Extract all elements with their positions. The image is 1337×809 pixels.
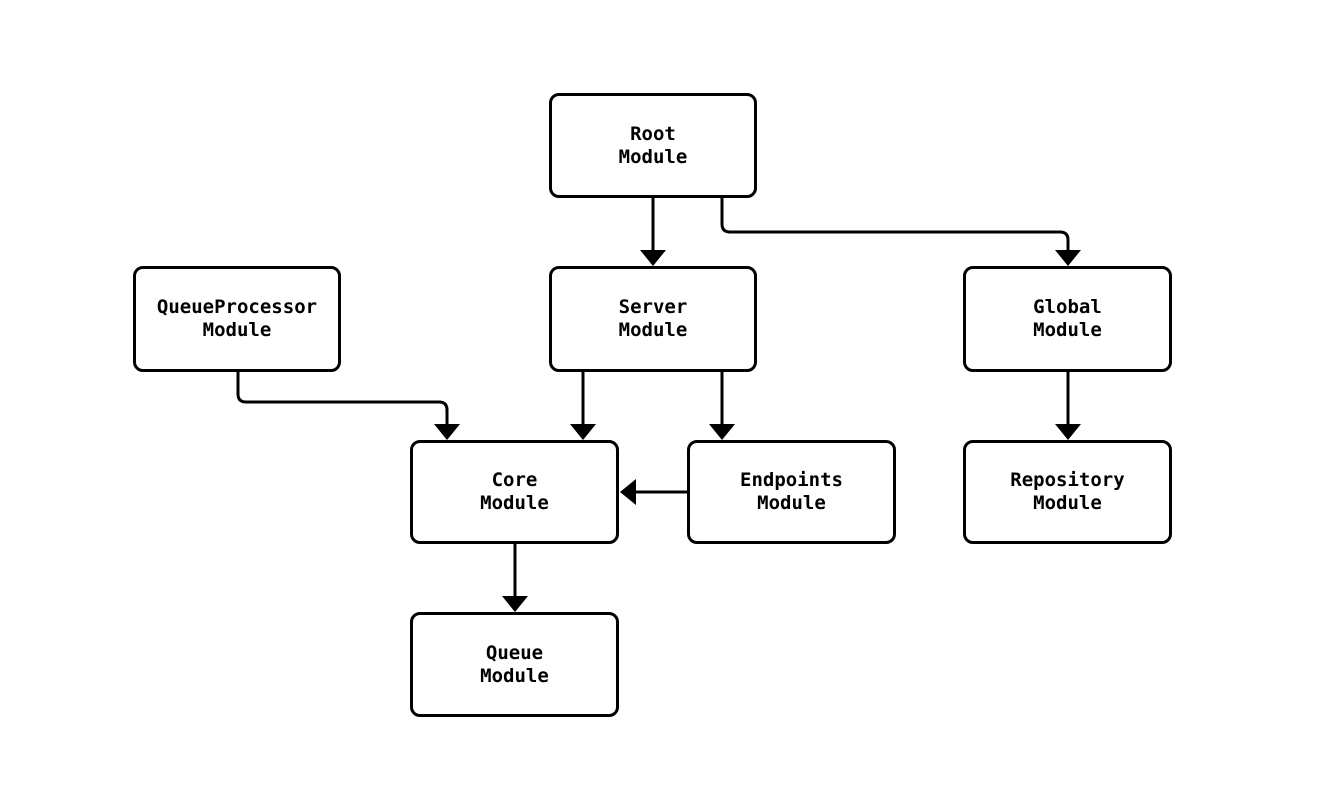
node-label-line: Global <box>1033 296 1102 318</box>
arrowhead-icon <box>709 424 735 440</box>
node-label-line: Module <box>1033 492 1102 514</box>
node-label-line: Module <box>480 492 549 514</box>
edge-endpoints-to-core <box>620 479 687 505</box>
arrowhead-icon <box>620 479 636 505</box>
node-label-line: Endpoints <box>740 469 843 491</box>
arrowhead-icon <box>434 424 460 440</box>
arrowhead-icon <box>1055 250 1081 266</box>
node-label-line: Module <box>618 319 688 341</box>
arrowhead-icon <box>1055 424 1081 440</box>
node-label-line: Root <box>630 122 676 145</box>
edge-core-to-queue <box>502 544 528 612</box>
edge-global-to-repository <box>1055 372 1081 440</box>
node-label-line: Server <box>618 296 688 318</box>
arrowhead-icon <box>640 250 666 266</box>
edge-server-to-core <box>570 372 596 440</box>
node-label-line: Module <box>480 664 549 687</box>
node-label-line: Module <box>757 492 826 514</box>
edge-server-to-endpoints <box>709 372 735 440</box>
node-label-line: Queue <box>485 641 544 664</box>
edge-root-to-global <box>720 198 1081 266</box>
edge-queueprocessor-to-core <box>236 372 460 440</box>
node-label-line: Repository <box>1010 469 1125 491</box>
edge-root-to-server <box>640 198 666 266</box>
node-label-line: Module <box>1033 319 1102 341</box>
node-label-line: Module <box>202 319 272 341</box>
node-label-line: QueueProcessor <box>156 296 318 318</box>
arrowhead-icon <box>502 596 528 612</box>
node-label-line: Core <box>491 469 538 491</box>
node-label-line: Module <box>618 145 688 168</box>
arrowhead-icon <box>570 424 596 440</box>
